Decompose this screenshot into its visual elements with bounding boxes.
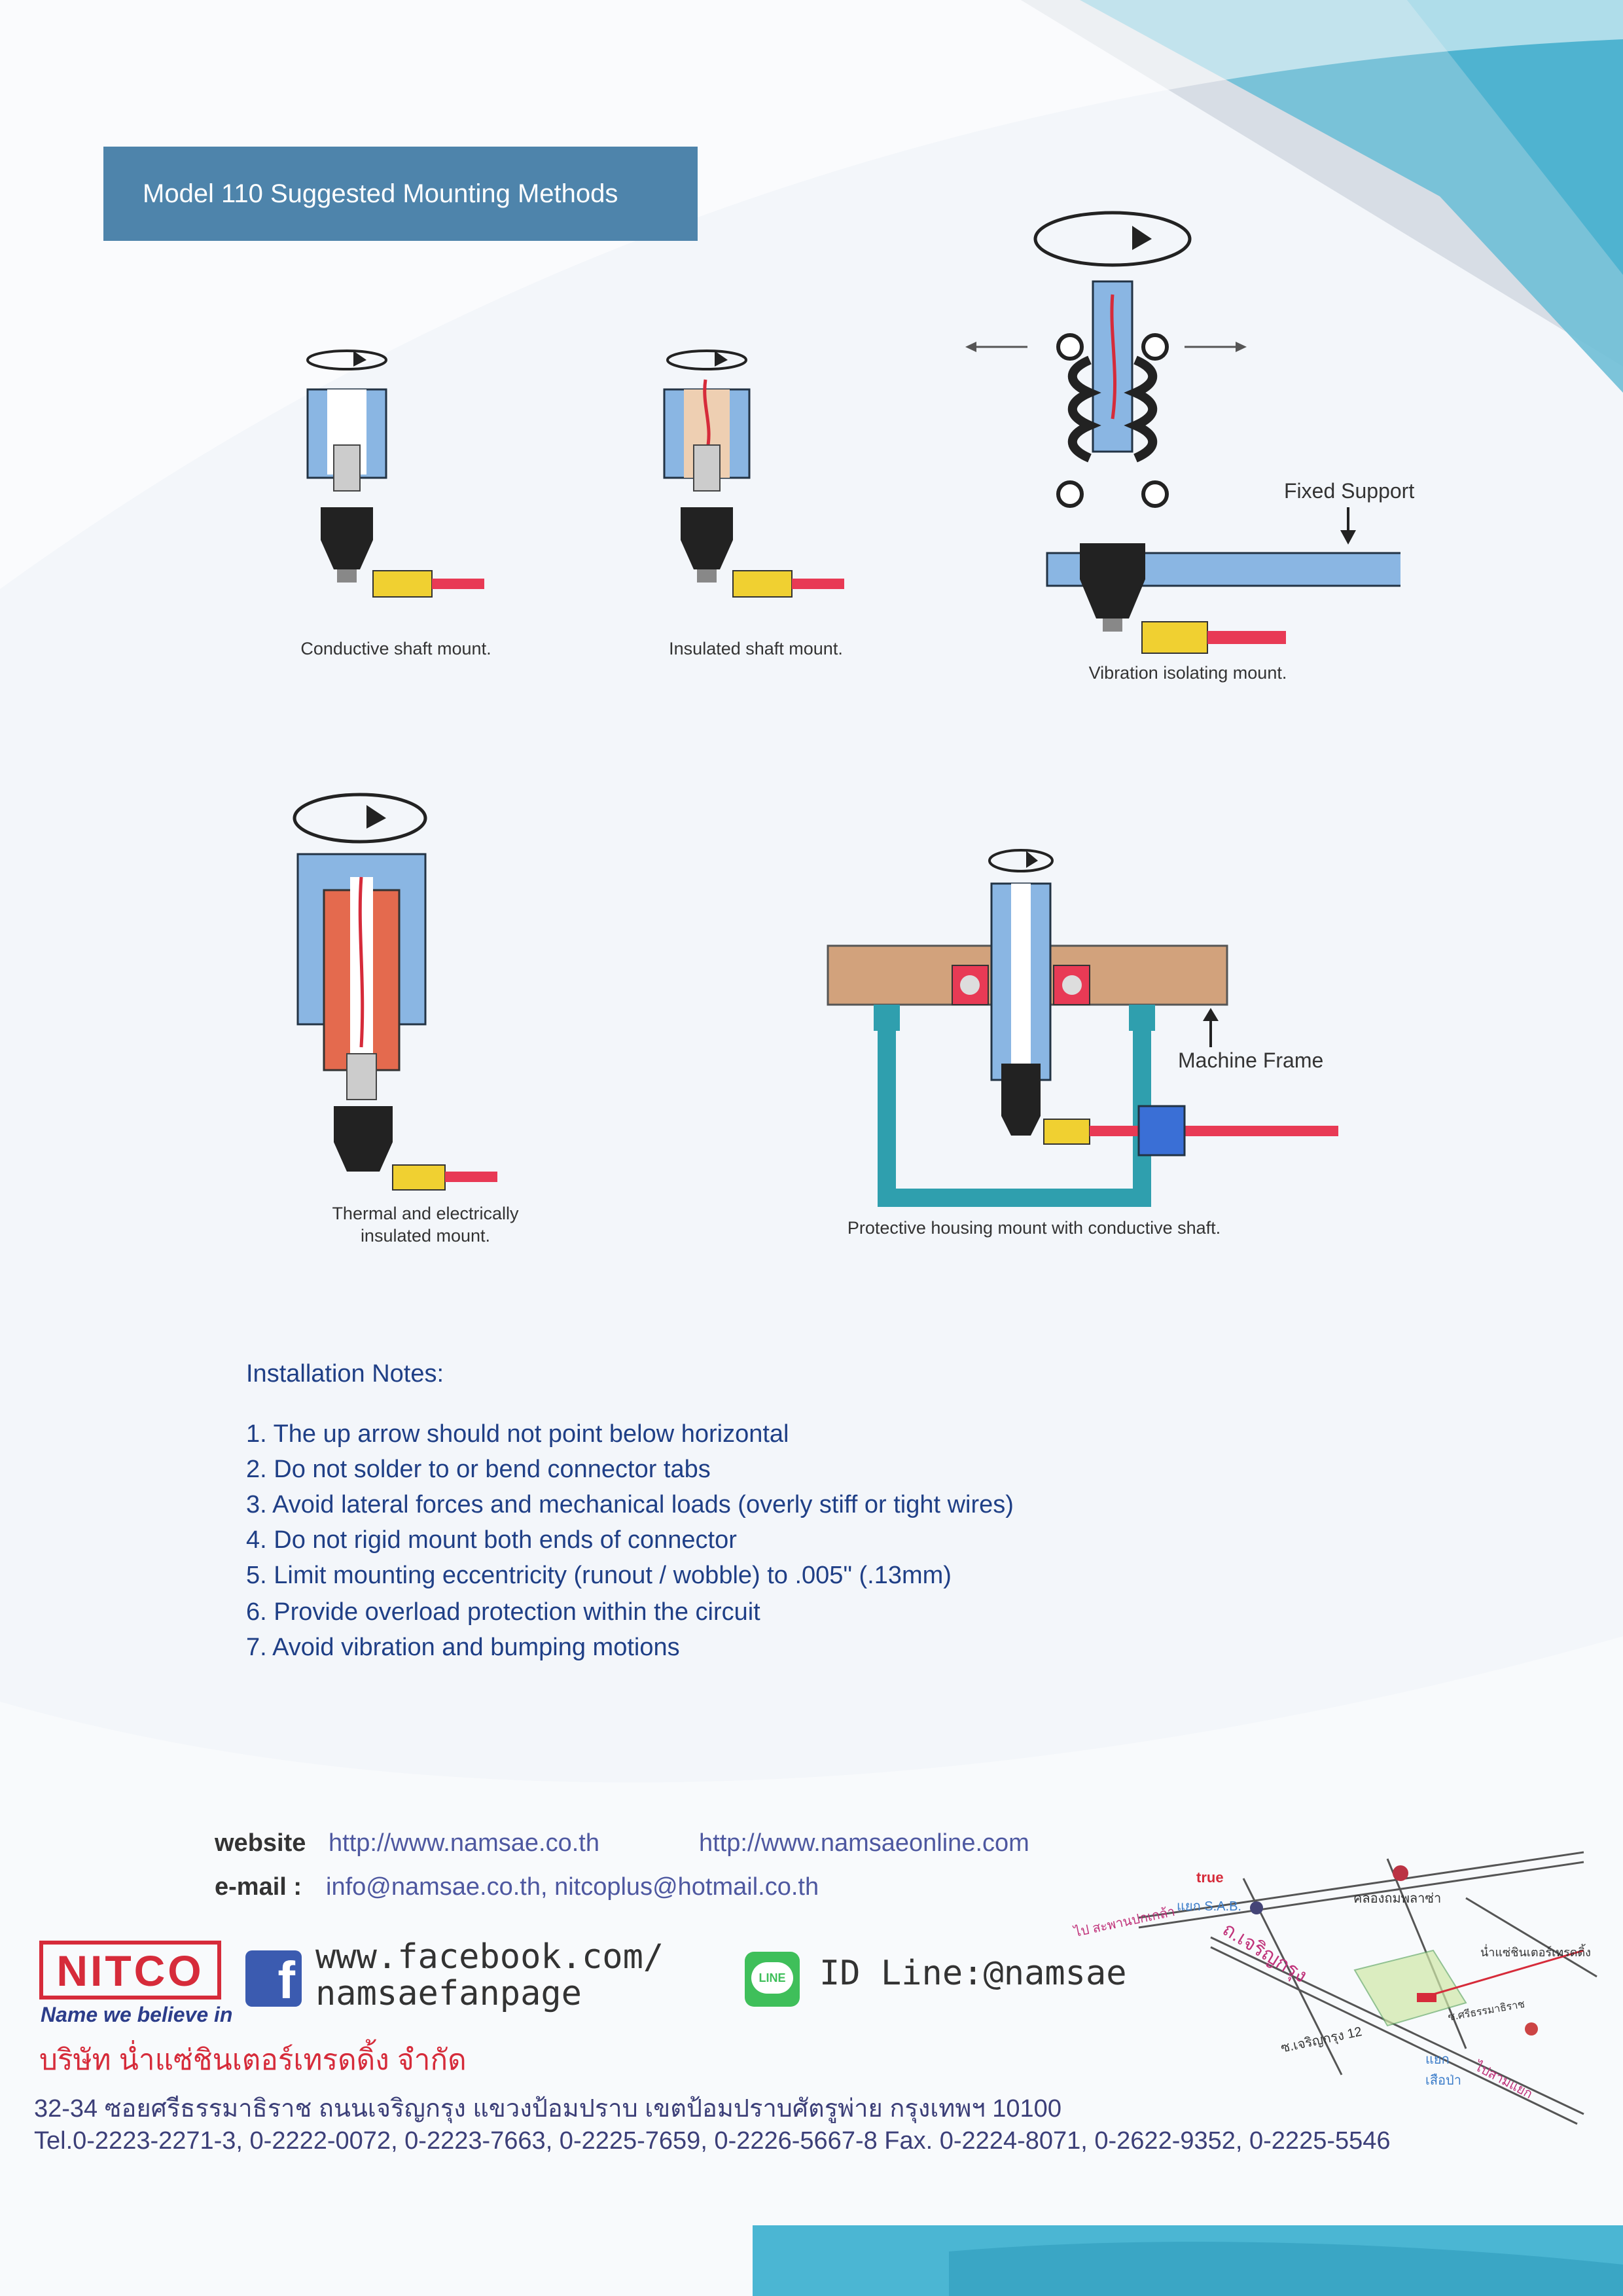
company-phones: Tel.0-2223-2271-3, 0-2222-0072, 0-2223-7… (34, 2127, 1391, 2155)
insulated-shaft-mount-diagram (663, 350, 844, 598)
brand-tagline: Name we believe in (41, 2003, 233, 2026)
website-link-2[interactable]: http://www.namsaeonline.com (699, 1829, 1029, 1857)
conductive-shaft-mount-diagram (306, 350, 484, 598)
email-label: e-mail : (215, 1873, 302, 1901)
map-company-label: น่ำแซ่ชินเตอร์เทรดดิ้ง (1480, 1946, 1591, 1959)
installation-note: 7. Avoid vibration and bumping motions (246, 1634, 680, 1661)
location-map[interactable] (1126, 1839, 1603, 2127)
fixed-support-label: Fixed Support (1284, 479, 1415, 503)
facebook-icon-glyph: f (277, 1951, 295, 2009)
machine-frame-label: Machine Frame (1178, 1049, 1324, 1072)
installation-note: 2. Do not solder to or bend connector ta… (246, 1456, 711, 1483)
line-icon[interactable]: LINE (745, 1952, 800, 2007)
map-true-label: true (1196, 1869, 1224, 1886)
company-name-thai: บริษัท น่ำแซ่ชินเตอร์เทรดดิ้ง จำกัด (39, 2044, 467, 2076)
vibration-isolating-caption: Vibration isolating mount. (1088, 663, 1287, 683)
insulated-shaft-caption: Insulated shaft mount. (669, 639, 843, 658)
page-title: Model 110 Suggested Mounting Methods (103, 147, 698, 241)
protective-housing-mount-diagram (827, 849, 1338, 1207)
website-link-1[interactable]: http://www.namsae.co.th (329, 1829, 599, 1857)
installation-note: 3. Avoid lateral forces and mechanical l… (246, 1491, 1014, 1518)
map-suea-pa-junction: แยก เสือป่า (1425, 2053, 1461, 2088)
facebook-url-line2: namsaefanpage (315, 1974, 582, 2013)
vibration-isolating-mount-diagram (965, 211, 1400, 654)
installation-note: 4. Do not rigid mount both ends of conne… (246, 1526, 737, 1554)
email-link[interactable]: info@namsae.co.th, nitcoplus@hotmail.co.… (326, 1873, 819, 1901)
map-sab-junction: แยก S.A.B. (1177, 1899, 1241, 1914)
conductive-shaft-caption: Conductive shaft mount. (300, 639, 491, 658)
installation-notes-heading: Installation Notes: (246, 1360, 444, 1388)
installation-note: 1. The up arrow should not point below h… (246, 1420, 789, 1448)
facebook-url-line1: www.facebook.com/ (315, 1937, 664, 1977)
facebook-url[interactable]: www.facebook.com/ namsaefanpage (315, 1939, 664, 2012)
line-icon-badge: LINE (751, 1962, 793, 1994)
map-klong-thom: คลองถมพลาซ่า (1353, 1892, 1442, 1906)
website-label: website (215, 1829, 306, 1857)
nitco-logo: NITCO (39, 1941, 221, 2000)
installation-note: 6. Provide overload protection within th… (246, 1598, 760, 1626)
thermal-insulated-caption: Thermal and electrically insulated mount… (332, 1204, 519, 1246)
company-address: 32-34 ซอยศรีธรรมาธิราช ถนนเจริญกรุง แขวง… (34, 2095, 1061, 2123)
installation-note: 5. Limit mounting eccentricity (runout /… (246, 1562, 952, 1589)
facebook-icon[interactable]: f (245, 1950, 302, 2009)
protective-housing-caption: Protective housing mount with conductive… (847, 1218, 1221, 1238)
line-id[interactable]: ID Line:@namsae (819, 1954, 1127, 1993)
thermal-insulated-mount-diagram (293, 793, 497, 1191)
